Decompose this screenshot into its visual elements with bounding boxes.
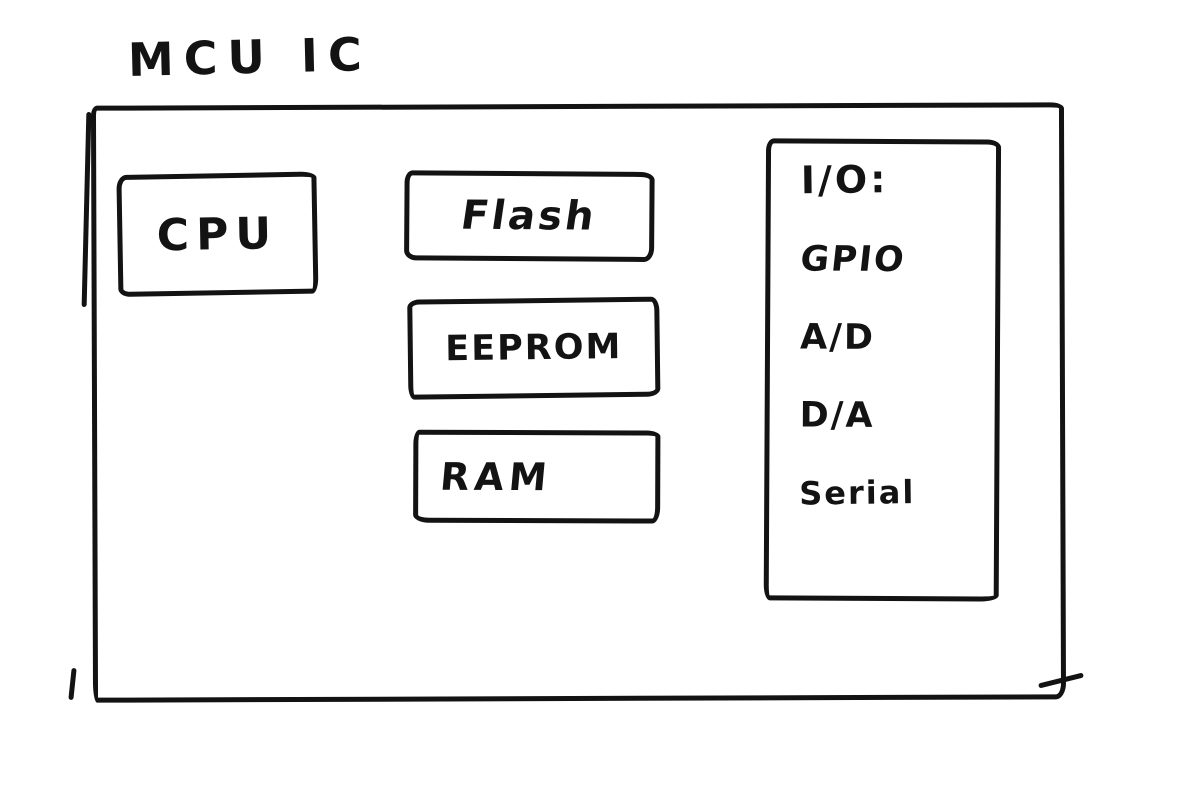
io-block: I/O: GPIO A/D D/A Serial [763,138,1002,602]
io-item-ad: A/D [799,317,876,358]
diagram-title: MCU IC [127,27,373,87]
cpu-block: CPU [116,171,319,297]
ram-block: RAM [413,429,661,524]
io-item-serial: Serial [799,473,916,513]
io-item-da: D/A [799,395,875,436]
ram-label: RAM [438,454,554,499]
mcu-chip-outline: CPU Flash EEPROM RAM I/O: GPIO A/D D/A S… [90,102,1067,703]
eeprom-label: EEPROM [445,327,623,370]
io-heading: I/O: [800,157,889,203]
pen-stroke-left-overlap [81,111,92,308]
io-item-gpio: GPIO [798,239,908,281]
eeprom-block: EEPROM [407,296,661,400]
flash-label: Flash [458,192,601,240]
pen-stroke-bottom-left-overshoot [68,667,77,701]
flash-block: Flash [404,170,655,263]
cpu-label: CPU [156,207,279,261]
